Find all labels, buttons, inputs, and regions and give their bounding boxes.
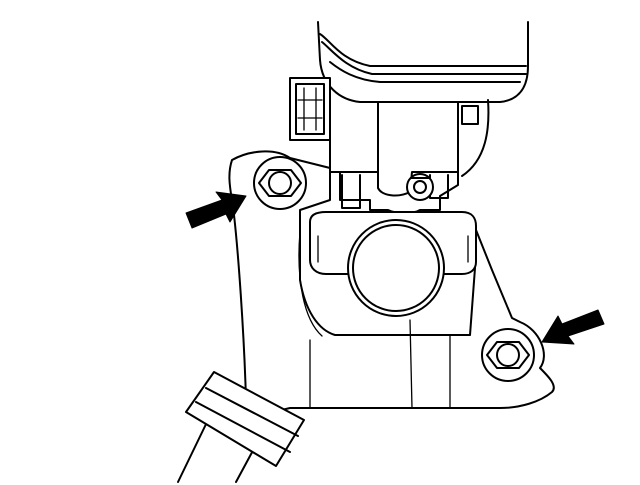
fluid-reservoir — [317, 21, 529, 103]
arrow-icon-lower-right — [541, 309, 605, 345]
brake-line — [177, 371, 305, 483]
upper-left-mounting-nut — [253, 156, 307, 210]
brake-line-fitting — [185, 371, 305, 467]
lower-right-mounting-nut — [481, 328, 535, 382]
master-cylinder-body — [289, 77, 490, 214]
mounting-bracket — [228, 150, 555, 429]
cylinder-bore — [347, 219, 445, 317]
arrow-icon-upper-left — [185, 191, 247, 229]
